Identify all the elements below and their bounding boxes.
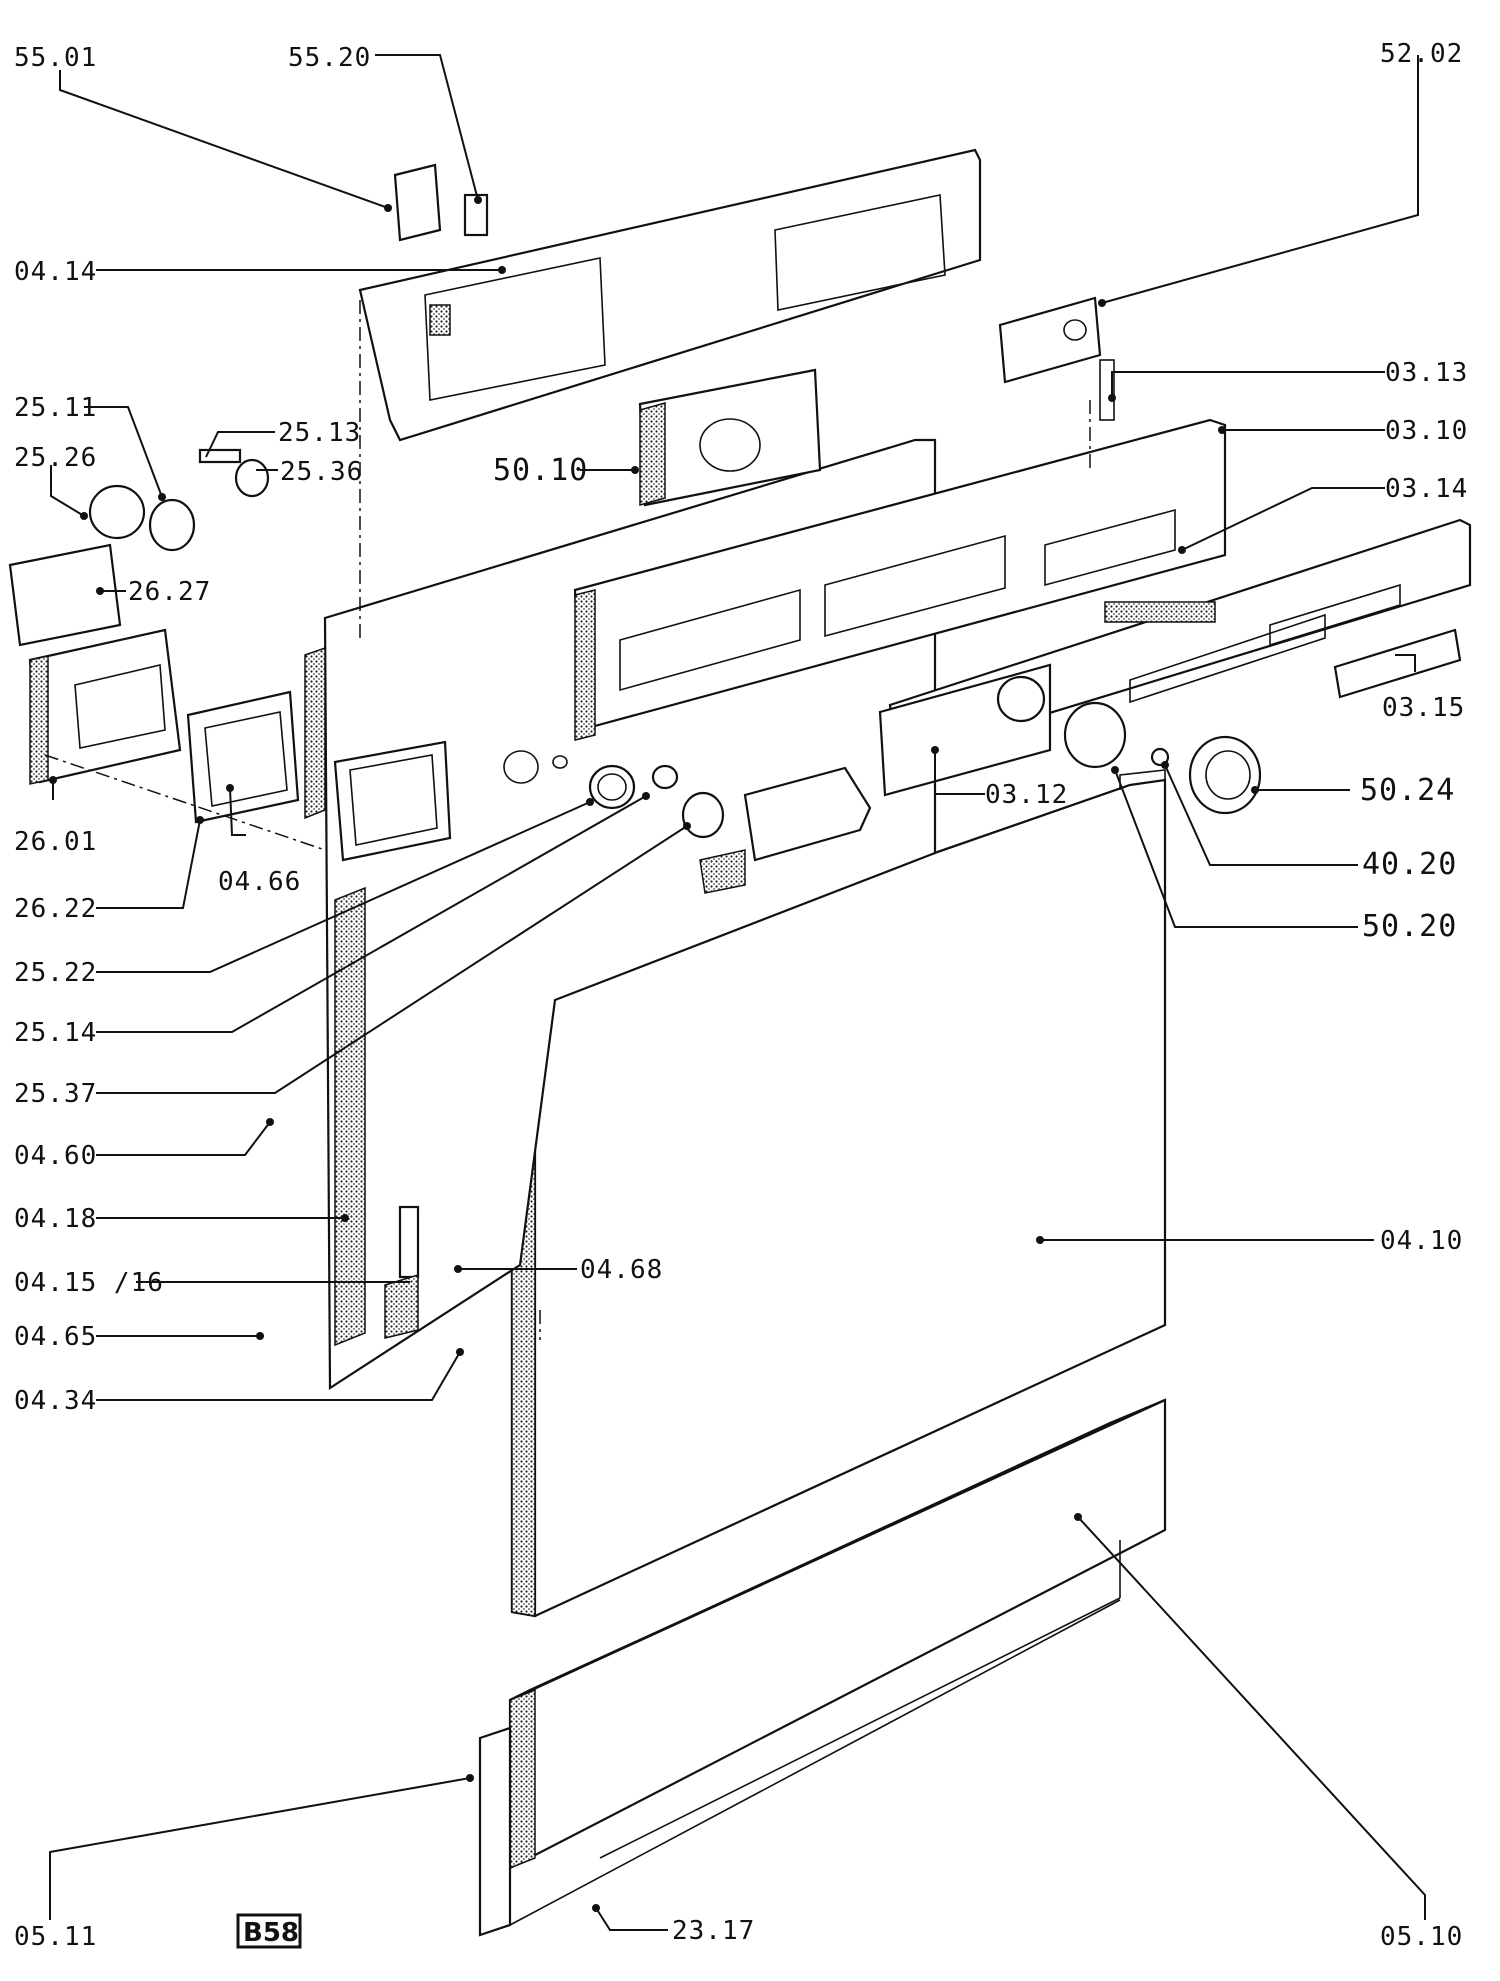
callout-55-20: 55.20 (288, 43, 371, 73)
callout-04-60: 04.60 (14, 1141, 97, 1171)
callout-25-26: 25.26 (14, 443, 97, 473)
callout-04-66: 04.66 (218, 867, 301, 897)
callout-04-65: 04.65 (14, 1322, 97, 1352)
part-timer-module (638, 368, 822, 507)
callout-05-11: 05.11 (14, 1922, 97, 1952)
part-rinse-aid-cap (88, 448, 270, 552)
callout-25-14: 25.14 (14, 1018, 97, 1048)
callout-03-15: 03.15 (1382, 693, 1465, 723)
callout-25-36: 25.36 (280, 457, 363, 487)
callout-25-37: 25.37 (14, 1079, 97, 1109)
callout-50-10: 50.10 (493, 453, 588, 488)
callout-05-10: 05.10 (1380, 1922, 1463, 1952)
callout-25-11: 25.11 (14, 393, 97, 423)
callout-25-22: 25.22 (14, 958, 97, 988)
part-door-panel (510, 769, 1167, 1618)
callout-55-01: 55.01 (14, 43, 97, 73)
callout-50-20: 50.20 (1362, 909, 1457, 944)
callout-04-34: 04.34 (14, 1386, 97, 1416)
part-door-switch (393, 163, 489, 242)
callout-50-24: 50.24 (1360, 773, 1455, 808)
callout-23-17: 23.17 (672, 1916, 755, 1946)
callout-04-18: 04.18 (14, 1204, 97, 1234)
callout-04-10: 04.10 (1380, 1226, 1463, 1256)
part-inner-liner (304, 438, 937, 1391)
sheet-id-label: B58 (243, 1918, 299, 1948)
callout-03-12: 03.12 (985, 780, 1068, 810)
callout-04-14: 04.14 (14, 257, 97, 287)
callout-04-15-16: 04.15 /16 (14, 1268, 164, 1298)
callout-04-68: 04.68 (580, 1255, 663, 1285)
callout-26-22: 26.22 (14, 894, 97, 924)
parts-drawing (8, 148, 1472, 1937)
callout-40-20: 40.20 (1362, 847, 1457, 882)
callout-03-13: 03.13 (1385, 358, 1468, 388)
part-control-backing (573, 359, 1227, 741)
leader-lines (49, 54, 1426, 1931)
part-door-lock (681, 766, 872, 894)
part-lower-strip (478, 1599, 1121, 1937)
callout-52-02: 52.02 (1380, 39, 1463, 69)
part-detergent-dispenser (8, 543, 300, 824)
callout-dots (49, 196, 1259, 1912)
part-control-facia (878, 518, 1472, 797)
callout-26-27: 26.27 (128, 577, 211, 607)
sheet-id-box: B58 (236, 1913, 302, 1949)
callout-03-10: 03.10 (1385, 416, 1468, 446)
part-kick-panel (508, 1398, 1167, 1870)
callout-25-13: 25.13 (278, 418, 361, 448)
part-top-bracket (358, 148, 982, 442)
callout-03-14: 03.14 (1385, 474, 1468, 504)
part-selector-knob (1063, 701, 1262, 815)
callout-26-01: 26.01 (14, 827, 97, 857)
callout-labels: 55.01 55.20 52.02 04.14 03.13 25.11 25.1… (14, 39, 1468, 1952)
part-terminal-block (998, 296, 1102, 384)
